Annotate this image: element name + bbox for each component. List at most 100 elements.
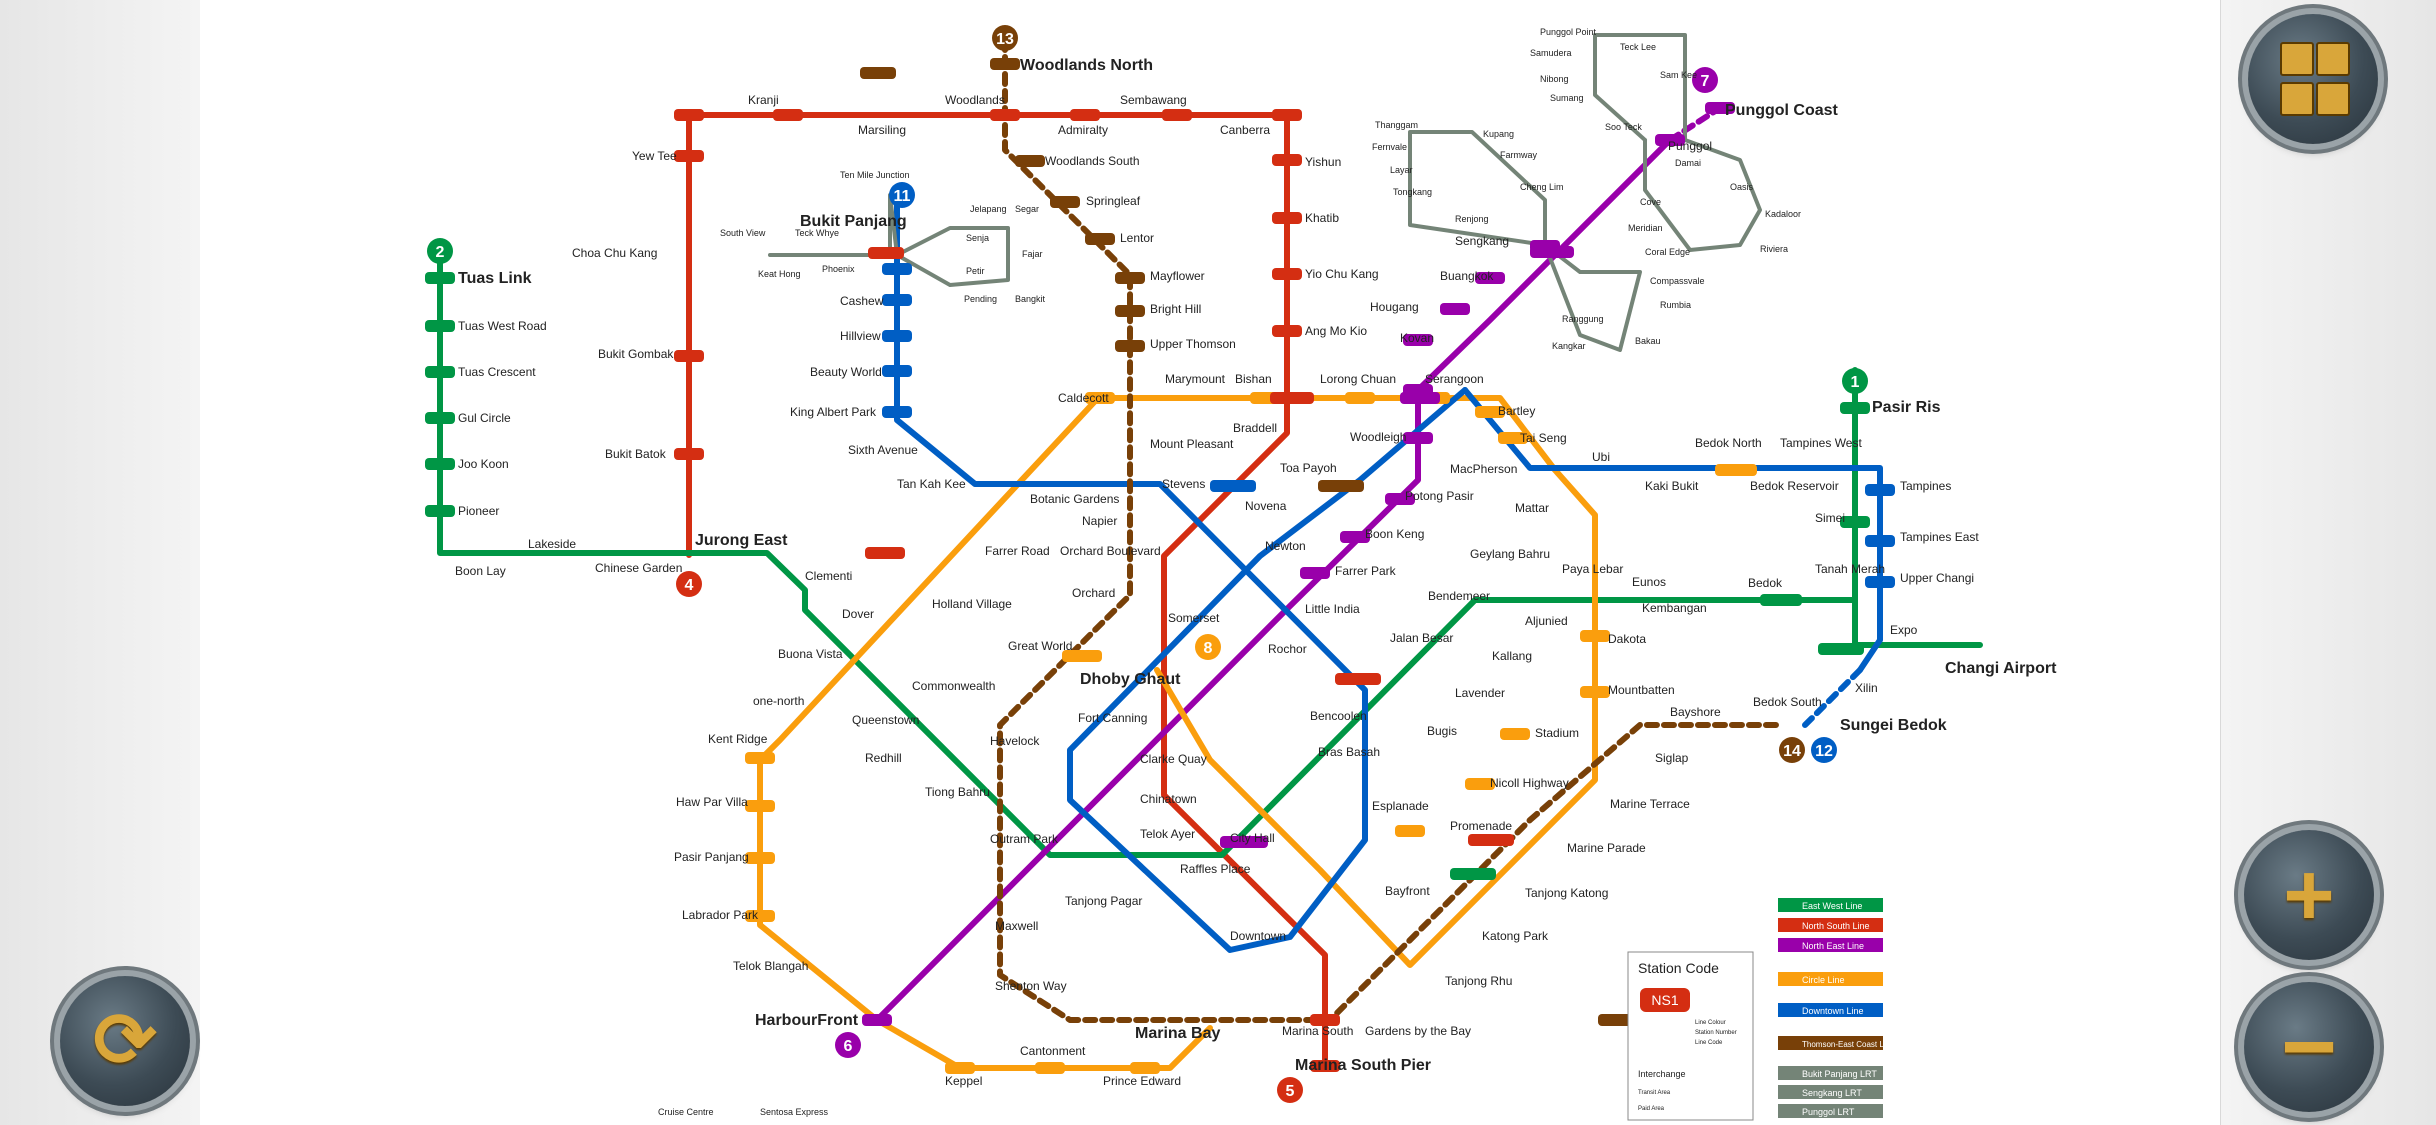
reset-view-button[interactable]: ⟳ <box>60 976 190 1106</box>
label-admiralty[interactable]: Admiralty <box>1058 123 1108 137</box>
label-renjong[interactable]: Renjong <box>1455 214 1489 224</box>
label-pasir-ris[interactable]: Pasir Ris <box>1872 399 1941 416</box>
label-clementi[interactable]: Clementi <box>805 569 852 583</box>
label-dakota[interactable]: Dakota <box>1608 632 1646 646</box>
label-tanjong-rhu[interactable]: Tanjong Rhu <box>1445 974 1512 988</box>
label-chinese-garden[interactable]: Chinese Garden <box>595 561 682 575</box>
label-cantonment[interactable]: Cantonment <box>1020 1044 1086 1058</box>
label-telok-blangah[interactable]: Telok Blangah <box>733 959 808 973</box>
label-tampines[interactable]: Tampines <box>1900 479 1951 493</box>
label-lakeside[interactable]: Lakeside <box>528 537 576 551</box>
label-tuas-link[interactable]: Tuas Link <box>458 270 532 287</box>
label-phoenix[interactable]: Phoenix <box>822 264 855 274</box>
label-jurong-east[interactable]: Jurong East <box>695 532 788 549</box>
label-outram-park[interactable]: Outram Park <box>990 832 1059 846</box>
label-kovan[interactable]: Kovan <box>1400 331 1434 345</box>
label-katong-park[interactable]: Katong Park <box>1482 929 1549 943</box>
label-bayshore[interactable]: Bayshore <box>1670 705 1721 719</box>
label-hillview[interactable]: Hillview <box>840 329 881 343</box>
label-marine-parade[interactable]: Marine Parade <box>1567 841 1646 855</box>
label-tuas-west-road[interactable]: Tuas West Road <box>458 319 547 333</box>
label-boon-lay[interactable]: Boon Lay <box>455 564 506 578</box>
label-bras-basah[interactable]: Bras Basah <box>1318 745 1380 759</box>
label-kadaloor[interactable]: Kadaloor <box>1765 209 1801 219</box>
label-upper-changi[interactable]: Upper Changi <box>1900 571 1974 585</box>
label-pioneer[interactable]: Pioneer <box>458 504 499 518</box>
label-expo[interactable]: Expo <box>1890 623 1918 637</box>
label-marina-south[interactable]: Marina South <box>1282 1024 1353 1038</box>
label-esplanade[interactable]: Esplanade <box>1372 799 1429 813</box>
menu-grid-button[interactable] <box>2248 14 2378 144</box>
label-little-india[interactable]: Little India <box>1305 602 1360 616</box>
label-kranji[interactable]: Kranji <box>748 93 779 107</box>
label-bayfront[interactable]: Bayfront <box>1385 884 1430 898</box>
label-farrer-park[interactable]: Farrer Park <box>1335 564 1397 578</box>
label-jelapang[interactable]: Jelapang <box>970 204 1007 214</box>
label-xilin[interactable]: Xilin <box>1855 681 1878 695</box>
label-bedok-north[interactable]: Bedok North <box>1695 436 1762 450</box>
label-stadium[interactable]: Stadium <box>1535 726 1579 740</box>
label-potong-pasir[interactable]: Potong Pasir <box>1405 489 1474 503</box>
label-somerset[interactable]: Somerset <box>1168 611 1220 625</box>
label-keat-hong[interactable]: Keat Hong <box>758 269 801 279</box>
label-redhill[interactable]: Redhill <box>865 751 902 765</box>
label-yew-tee[interactable]: Yew Tee <box>632 149 677 163</box>
label-paya-lebar[interactable]: Paya Lebar <box>1562 562 1623 576</box>
label-damai[interactable]: Damai <box>1675 158 1701 168</box>
label-mattar[interactable]: Mattar <box>1515 501 1549 515</box>
label-toa-payoh[interactable]: Toa Payoh <box>1280 461 1337 475</box>
label-simei[interactable]: Simei <box>1815 511 1845 525</box>
label-tanah-merah[interactable]: Tanah Merah <box>1815 562 1885 576</box>
label-lavender[interactable]: Lavender <box>1455 686 1505 700</box>
label-ubi[interactable]: Ubi <box>1592 450 1610 464</box>
label-marina-south-pier[interactable]: Marina South Pier <box>1295 1057 1431 1074</box>
label-novena[interactable]: Novena <box>1245 499 1287 513</box>
label-serangoon[interactable]: Serangoon <box>1425 372 1484 386</box>
label-downtown[interactable]: Downtown <box>1230 929 1286 943</box>
label-siglap[interactable]: Siglap <box>1655 751 1689 765</box>
label-teck-whye[interactable]: Teck Whye <box>795 228 839 238</box>
label-boon-keng[interactable]: Boon Keng <box>1365 527 1424 541</box>
label-cove[interactable]: Cove <box>1640 197 1661 207</box>
label-haw-par-villa[interactable]: Haw Par Villa <box>676 795 748 809</box>
label-bukit-panjang[interactable]: Bukit Panjang <box>800 213 907 230</box>
label-holland-village[interactable]: Holland Village <box>932 597 1012 611</box>
label-buona-vista[interactable]: Buona Vista <box>778 647 843 661</box>
label-kupang[interactable]: Kupang <box>1483 129 1514 139</box>
label-farrer-road[interactable]: Farrer Road <box>985 544 1050 558</box>
label-lentor[interactable]: Lentor <box>1120 231 1154 245</box>
label-bencoolen[interactable]: Bencoolen <box>1310 709 1367 723</box>
label-bedok-south[interactable]: Bedok South <box>1753 695 1822 709</box>
mrt-map-svg[interactable]: 13 11 7 2 1 4 8 14 12 6 5 Woodlands Nort… <box>200 0 2220 1125</box>
label-riviera[interactable]: Riviera <box>1760 244 1788 254</box>
label-thanggam[interactable]: Thanggam <box>1375 120 1418 130</box>
label-khatib[interactable]: Khatib <box>1305 211 1339 225</box>
label-bangkit[interactable]: Bangkit <box>1015 294 1046 304</box>
label-marina-bay[interactable]: Marina Bay <box>1135 1025 1220 1042</box>
label-orchard-boulevard[interactable]: Orchard Boulevard <box>1060 544 1161 558</box>
label-farmway[interactable]: Farmway <box>1500 150 1538 160</box>
label-compassvale[interactable]: Compassvale <box>1650 276 1705 286</box>
label-bedok-reservoir[interactable]: Bedok Reservoir <box>1750 479 1839 493</box>
label-samudera[interactable]: Samudera <box>1530 48 1572 58</box>
label-clarke-quay[interactable]: Clarke Quay <box>1140 752 1207 766</box>
label-ranggung[interactable]: Ranggung <box>1562 314 1604 324</box>
label-hougang[interactable]: Hougang <box>1370 300 1419 314</box>
label-raffles-place[interactable]: Raffles Place <box>1180 862 1251 876</box>
label-chinatown[interactable]: Chinatown <box>1140 792 1197 806</box>
label-changi-airport[interactable]: Changi Airport <box>1945 660 2057 677</box>
label-sengkang[interactable]: Sengkang <box>1455 234 1509 248</box>
label-tiong-bahru[interactable]: Tiong Bahru <box>925 785 990 799</box>
label-senja[interactable]: Senja <box>966 233 989 243</box>
label-punggol[interactable]: Punggol <box>1668 139 1712 153</box>
label-sembawang[interactable]: Sembawang <box>1120 93 1187 107</box>
label-woodlands-north[interactable]: Woodlands North <box>1020 57 1153 74</box>
label-tongkang[interactable]: Tongkang <box>1393 187 1432 197</box>
label-woodlands[interactable]: Woodlands <box>945 93 1005 107</box>
label-tan-kah-kee[interactable]: Tan Kah Kee <box>897 477 966 491</box>
label-kent-ridge[interactable]: Kent Ridge <box>708 732 768 746</box>
label-marymount[interactable]: Marymount <box>1165 372 1226 386</box>
label-kembangan[interactable]: Kembangan <box>1642 601 1707 615</box>
label-bishan[interactable]: Bishan <box>1235 372 1272 386</box>
label-harbourfront[interactable]: HarbourFront <box>755 1012 859 1029</box>
